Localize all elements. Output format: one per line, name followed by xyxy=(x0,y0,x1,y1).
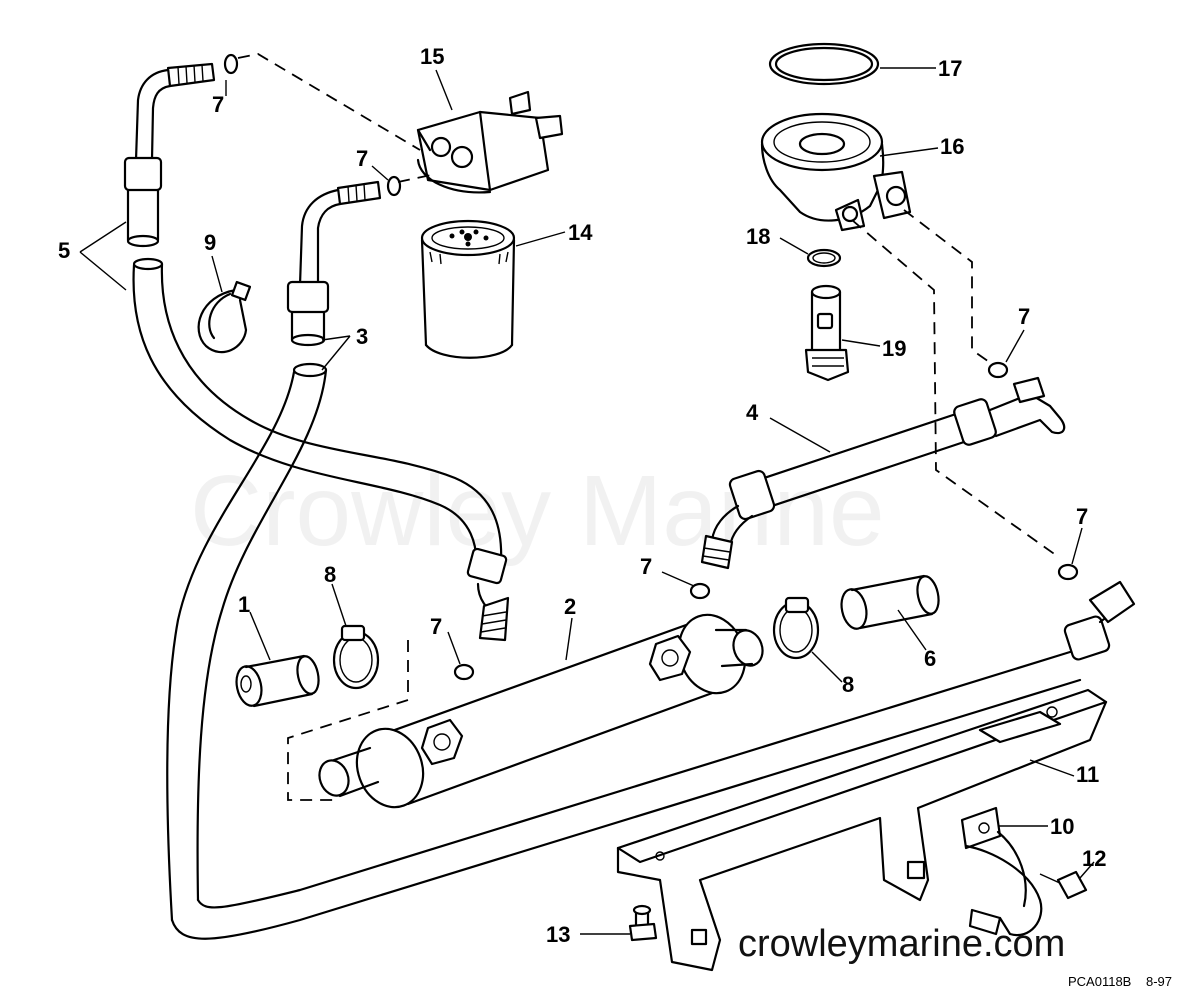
callout-1: 1 xyxy=(238,592,250,617)
part-10-clamp-bracket xyxy=(960,806,1043,937)
callout-11: 11 xyxy=(1076,762,1099,787)
callout-8a: 8 xyxy=(324,562,336,587)
part-16-filter-head xyxy=(760,112,912,232)
callout-4: 4 xyxy=(746,400,759,425)
callout-8b: 8 xyxy=(842,672,854,697)
callout-18: 18 xyxy=(746,224,770,249)
callout-5: 5 xyxy=(58,238,70,263)
callout-2: 2 xyxy=(564,594,576,619)
dashed-assembly-lines xyxy=(237,53,1061,801)
figure-code: PCA0118B xyxy=(1068,974,1131,989)
part-12-screw xyxy=(1039,870,1088,900)
callout-9: 9 xyxy=(204,230,216,255)
part-18-seal xyxy=(806,248,842,268)
part-4-hose xyxy=(700,376,1066,570)
callout-3: 3 xyxy=(356,324,368,349)
callout-15: 15 xyxy=(420,44,444,69)
part-5-hose xyxy=(123,62,510,642)
callout-12: 12 xyxy=(1082,846,1106,871)
part-14-oil-filter xyxy=(420,219,516,359)
part-13-screw xyxy=(628,904,658,942)
callout-16: 16 xyxy=(940,134,964,159)
callout-19: 19 xyxy=(882,336,906,361)
callout-7d: 7 xyxy=(1076,504,1088,529)
part-6-hose xyxy=(840,574,940,630)
callout-7e: 7 xyxy=(640,554,652,579)
part-19-fitting xyxy=(804,284,850,382)
callout-10: 10 xyxy=(1050,814,1074,839)
part-9-clamp xyxy=(197,280,252,354)
callout-17: 17 xyxy=(938,56,962,81)
callout-7f: 7 xyxy=(430,614,442,639)
part-8-clamps xyxy=(332,596,820,690)
callout-6: 6 xyxy=(924,646,936,671)
part-3-hose xyxy=(166,180,1136,940)
leader-lines xyxy=(79,67,1095,935)
callout-7a: 7 xyxy=(212,92,224,117)
callout-7b: 7 xyxy=(356,146,368,171)
callout-7c: 7 xyxy=(1018,304,1030,329)
part-2-oil-cooler xyxy=(318,613,764,809)
figure-date: 8-97 xyxy=(1146,974,1172,989)
callout-14: 14 xyxy=(568,220,593,245)
site-url-text: crowleymarine.com xyxy=(738,923,1065,965)
part-7-o-rings xyxy=(223,53,1079,681)
part-15-filter-adapter xyxy=(416,90,564,194)
callout-13: 13 xyxy=(546,922,570,947)
callout-labels: 7 5 9 15 7 14 17 16 18 19 7 3 4 7 7 8 1 … xyxy=(58,44,1106,947)
part-1-hose xyxy=(235,654,320,708)
part-17-o-ring xyxy=(768,42,880,86)
part-11-bracket xyxy=(616,688,1108,972)
